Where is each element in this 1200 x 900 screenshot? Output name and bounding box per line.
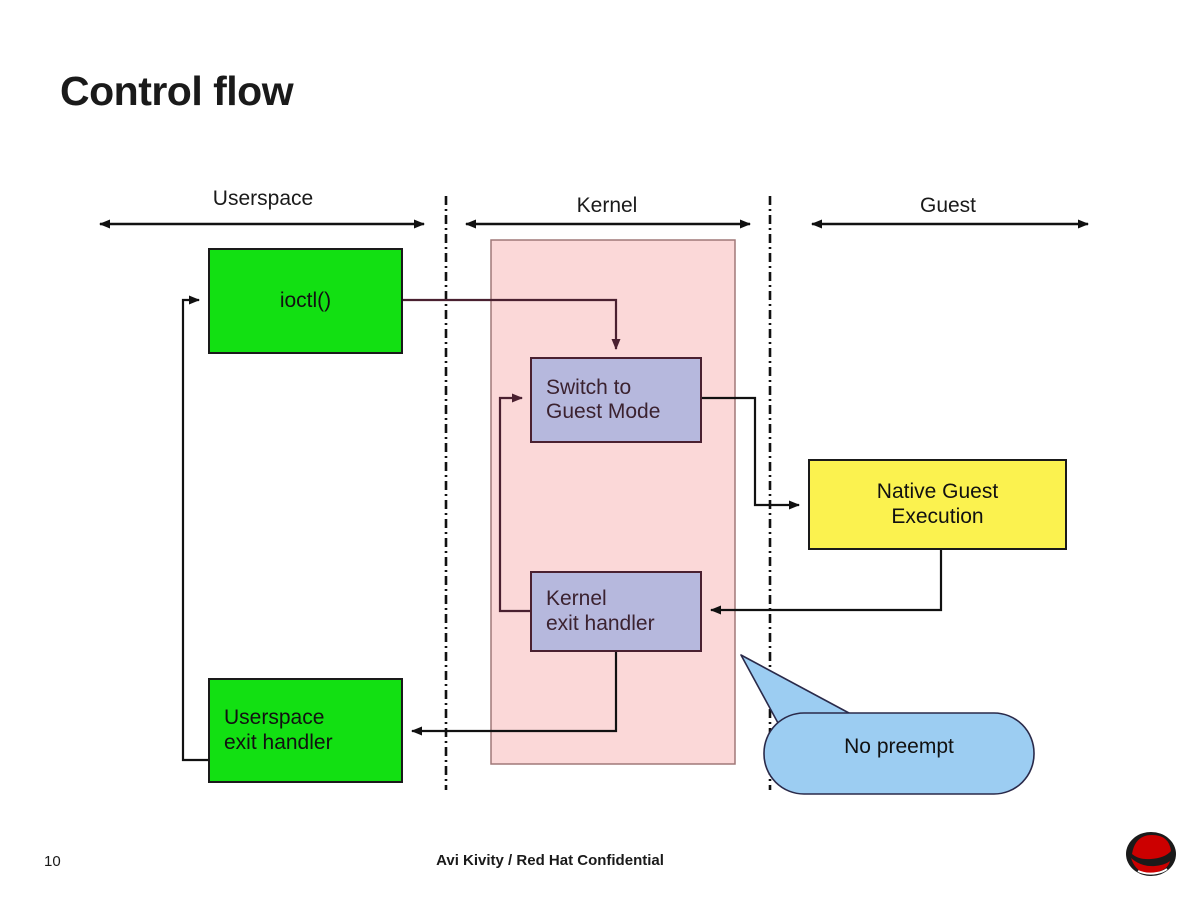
page-title: Control flow [60,68,294,114]
node-userspace-exit-line-1: Userspace [224,706,325,730]
flow-native-to-kernel-exit [710,550,943,615]
callout-no-preempt-label: No preempt [844,735,954,758]
footer-page-number: 10 [44,853,61,870]
flow-switch-to-native [702,396,800,510]
section-label-kernel: Kernel [576,194,638,217]
node-userspace-exit-handler[interactable]: Userspace exit handler [208,678,403,783]
section-label-userspace: Userspace [212,187,314,210]
node-native-line-1: Native Guest [876,480,999,504]
footer-confidential-text: Avi Kivity / Red Hat Confidential [436,852,664,869]
flow-kernel-exit-to-userspace-exit [411,652,618,736]
node-native-guest-execution-label: Native Guest Execution [877,480,998,529]
flow-kernel-exit-to-switch [498,393,530,613]
node-userspace-exit-handler-label: Userspace exit handler [224,706,333,755]
node-switch-to-guest-mode-label: Switch to Guest Mode [546,376,660,425]
node-native-guest-execution[interactable]: Native Guest Execution [808,459,1067,550]
node-userspace-exit-line-2: exit handler [224,730,333,754]
node-ioctl-label: ioctl() [279,288,332,312]
flow-ioctl-to-switch [403,298,621,350]
node-kernel-exit-handler-label: Kernel exit handler [546,587,655,636]
node-ioctl[interactable]: ioctl() [208,248,403,354]
node-switch-line-1: Switch to [546,375,632,399]
callout-bubble [763,712,1035,795]
red-hat-shadowman-logo [1126,832,1176,876]
node-native-line-2: Execution [891,504,984,528]
flow-userspace-exit-to-ioctl [181,295,208,762]
node-switch-to-guest-mode[interactable]: Switch to Guest Mode [530,357,702,443]
node-kernel-exit-handler[interactable]: Kernel exit handler [530,571,702,652]
kernel-region-band [490,239,736,765]
node-switch-line-2: Guest Mode [546,400,661,423]
node-kernel-exit-line-2: exit handler [546,611,655,635]
section-label-guest: Guest [919,194,977,217]
node-kernel-exit-line-1: Kernel [546,587,607,611]
